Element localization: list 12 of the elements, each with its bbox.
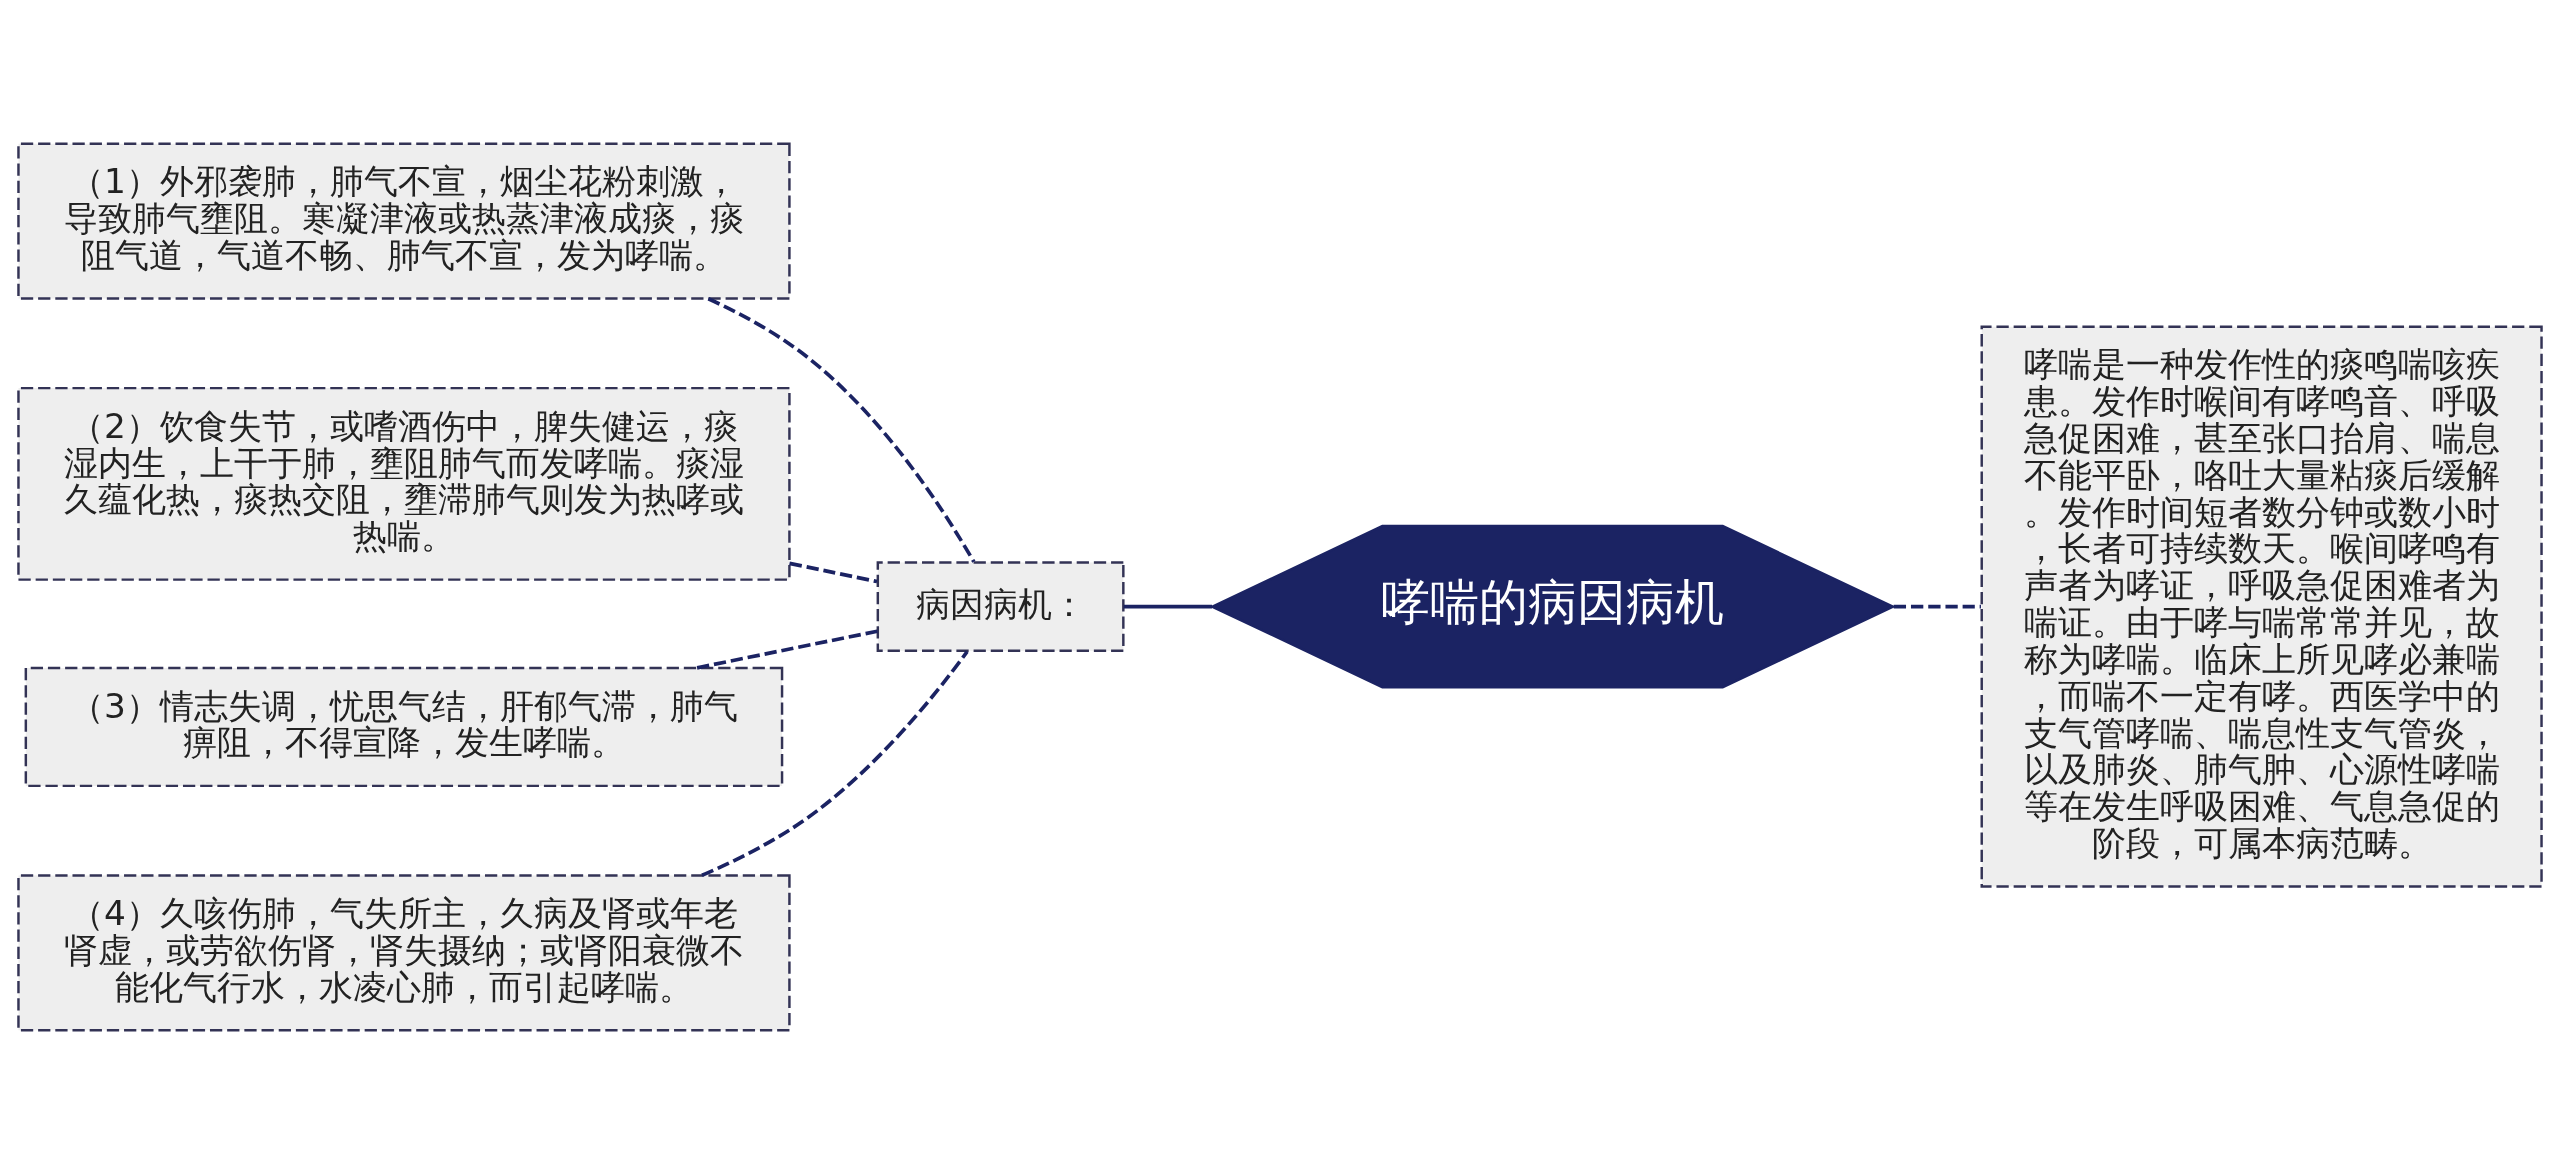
connector: [696, 629, 878, 670]
node-box: （2）饮食失节，或嗜酒伤中，脾失健运，痰湿内生，上干于肺，壅阻肺气而发哮喘。痰湿久蕴化热，痰热交阻，壅滞肺气则发为热哮或热喘。: [17, 386, 791, 581]
connector: [1123, 604, 1212, 609]
connector: [1893, 604, 1981, 609]
node-box: （4）久咳伤肺，气失所主，久病及肾或年老肾虚，或劳欲伤肾，肾失摄纳；或肾阳衰微不能化气行水，水凌心肺，而引起哮喘。: [17, 874, 791, 1032]
connector: [707, 297, 976, 563]
node-box: 病因病机：: [876, 561, 1125, 653]
node-box: （1）外邪袭肺，肺气不宣，烟尘花粉刺激，导致肺气壅阻。寒凝津液或热蒸津液成痰，痰阻气道，气道不畅、肺气不宣，发为哮喘。: [17, 142, 791, 300]
node-box: （3）情志失调，忧思气结，肝郁气滞，肺气痹阻，不得宣降，发生哮喘。: [24, 666, 784, 788]
connector: [701, 650, 969, 877]
node-box: 哮喘是一种发作性的痰鸣喘咳疾患。发作时喉间有哮鸣音、呼吸急促困难，甚至张口抬肩、喘息不能平卧，咯吐大量粘痰后缓解。发作时间短者数分钟或数小时，长者可持续数天。喉间哮鸣有声者为哮证，呼吸急促困难者为喘证。由于哮与喘常常并见，故称为哮喘。临床上所见哮必兼喘，而喘不一定有哮。西医学中的支气管哮喘、喘息性支气管炎，以及肺炎、肺气肿、心源性哮喘等在发生呼吸困难、气息急促的阶段，可属本病范畴。: [1980, 325, 2543, 888]
connector: [789, 561, 878, 584]
